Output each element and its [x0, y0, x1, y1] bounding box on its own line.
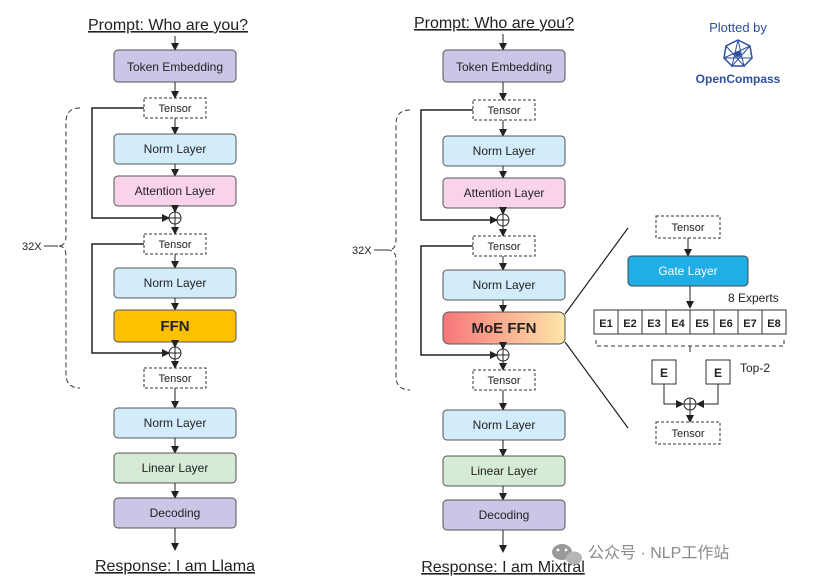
expert-e3: E3 [647, 318, 660, 330]
mixtral-moe-ffn: MoE FFN [472, 320, 537, 337]
mixtral-norm-3: Norm Layer [473, 418, 536, 432]
llama-response: Response: I am Llama [95, 558, 255, 575]
moe-selected-a: E [660, 366, 668, 380]
mixtral-norm-1: Norm Layer [473, 144, 536, 158]
llama-column: Prompt: Who are you? Token Embedding Ten… [22, 17, 255, 575]
mixtral-tensor-2: Tensor [487, 241, 520, 253]
expert-e4: E4 [671, 318, 685, 330]
expert-e8: E8 [767, 318, 780, 330]
moe-experts-row: E1 E2 E3 E4 E5 E6 E7 E8 [593, 309, 787, 335]
expert-e7: E7 [743, 318, 756, 330]
moe-selected-b: E [714, 366, 722, 380]
llama-attention: Attention Layer [135, 184, 216, 198]
mixtral-decoding: Decoding [479, 508, 530, 522]
watermark-text: 公众号 · NLP工作站 [588, 544, 729, 562]
expert-e1: E1 [599, 318, 612, 330]
llama-prompt: Prompt: Who are you? [88, 17, 248, 34]
moe-tensor-out: Tensor [671, 428, 704, 440]
plotted-by-label: Plotted by [709, 20, 767, 35]
expert-e8-box [761, 309, 787, 335]
moe-experts-label: 8 Experts [728, 291, 779, 305]
expert-e6: E6 [719, 318, 732, 330]
expert-e2-box [617, 309, 643, 335]
watermark: 公众号 · NLP工作站 [552, 544, 729, 565]
moe-tensor-in: Tensor [671, 222, 704, 234]
mixtral-linear-box [442, 455, 566, 487]
mixtral-column: Prompt: Who are you? Token Embedding Ten… [352, 15, 585, 576]
opencompass-logo-text: OpenCompass [696, 72, 781, 86]
moe-gate-box [627, 255, 749, 287]
llama-ffn: FFN [160, 318, 189, 335]
llama-tensor-1: Tensor [158, 103, 191, 115]
moe-gate: Gate Layer [658, 264, 717, 278]
llama-tensor-3: Tensor [158, 373, 191, 385]
expert-e2: E2 [623, 318, 636, 330]
mixtral-token-embedding: Token Embedding [456, 60, 552, 74]
llama-decoding: Decoding [150, 506, 201, 520]
mixtral-tensor-3: Tensor [487, 375, 520, 387]
expert-e1-box [593, 309, 619, 335]
moe-detail: Tensor Gate Layer 8 Experts E1 E2 E3 E4 … [564, 215, 787, 445]
mixtral-response: Response: I am Mixtral [421, 559, 585, 576]
mixtral-tensor-1: Tensor [487, 105, 520, 117]
expert-e5-box [689, 309, 715, 335]
wechat-icon [552, 544, 582, 565]
mixtral-prompt: Prompt: Who are you? [414, 15, 574, 32]
mixtral-attention: Attention Layer [464, 186, 545, 200]
mixtral-norm-3-box [442, 409, 566, 441]
llama-tensor-2: Tensor [158, 239, 191, 251]
mixtral-norm-1-box [442, 135, 566, 167]
expert-e3-box [641, 309, 667, 335]
opencompass-branding: Plotted by OpenCompass [696, 20, 781, 86]
mixtral-tensor-1-box [472, 99, 536, 121]
mixtral-token-embedding-box [442, 49, 566, 83]
mixtral-tensor-3-box [472, 369, 536, 391]
mixtral-norm-2: Norm Layer [473, 278, 536, 292]
moe-selected-b-box [705, 359, 731, 385]
opencompass-logo-icon [723, 39, 753, 68]
llama-repeat-label: 32X [22, 241, 42, 253]
llama-linear: Linear Layer [142, 461, 209, 475]
mixtral-decoding-box [442, 499, 566, 531]
mixtral-repeat-label: 32X [352, 245, 372, 257]
expert-e5: E5 [695, 318, 708, 330]
moe-topk-label: Top-2 [740, 361, 770, 375]
moe-selected-a-box [651, 359, 677, 385]
mixtral-linear: Linear Layer [471, 464, 538, 478]
mixtral-norm-2-box [442, 269, 566, 301]
llama-norm-2: Norm Layer [144, 276, 207, 290]
moe-tensor-out-box [655, 421, 721, 445]
llama-norm-3: Norm Layer [144, 416, 207, 430]
mixtral-tensor-2-box [472, 235, 536, 257]
llama-norm-1: Norm Layer [144, 142, 207, 156]
llama-token-embedding: Token Embedding [127, 60, 223, 74]
